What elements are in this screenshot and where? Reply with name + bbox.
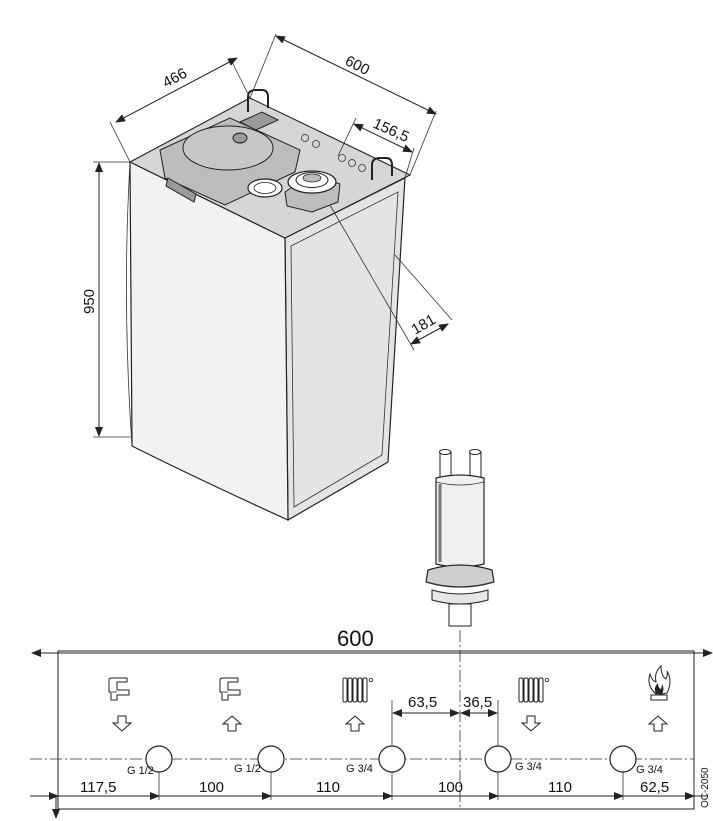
boiler-front-edge bbox=[126, 161, 133, 447]
connection-port bbox=[609, 745, 637, 773]
top-dome-cap bbox=[232, 132, 248, 144]
cold-water-connection: G 1/2 bbox=[219, 677, 285, 775]
connection-port bbox=[484, 745, 512, 773]
arrow-up-icon bbox=[648, 715, 668, 732]
arrow-up-icon bbox=[222, 715, 242, 732]
spacing-label: 110 bbox=[548, 779, 572, 796]
hydraulic-nozzle bbox=[448, 603, 472, 627]
flue-collar-core bbox=[302, 173, 322, 183]
boiler-front-face bbox=[129, 161, 289, 521]
faucet-icon bbox=[108, 677, 130, 701]
flue-collar-left-inner bbox=[253, 182, 277, 194]
offset-right-label: 36,5 bbox=[463, 694, 492, 711]
boiler-side-trim bbox=[290, 191, 399, 508]
spacing-label: 100 bbox=[438, 779, 463, 796]
heating-return-connection: G 3/4 bbox=[484, 677, 550, 773]
gas-connection: G 3/4 bbox=[609, 664, 671, 776]
dimension-width-label: 600 bbox=[342, 52, 372, 79]
hot-water-connection: G 1/2 bbox=[108, 677, 173, 777]
connection-thread-label: G 1/2 bbox=[127, 765, 154, 777]
hydraulic-flange bbox=[425, 564, 495, 588]
faucet-icon bbox=[219, 677, 241, 701]
heating-flow-connection: G 3/4 bbox=[342, 677, 406, 775]
spacing-label: 62,5 bbox=[640, 779, 669, 796]
hydraulic-block bbox=[425, 449, 495, 627]
top-hole bbox=[348, 159, 356, 167]
radiator-icon bbox=[518, 677, 550, 703]
connection-thread-label: G 3/4 bbox=[515, 761, 542, 773]
hydraulic-body bbox=[435, 474, 485, 568]
flue-collar-left bbox=[247, 178, 283, 198]
figure-reference: OC-2050 bbox=[700, 767, 711, 808]
top-hole bbox=[358, 164, 366, 172]
top-dome bbox=[182, 125, 274, 171]
housing-vent bbox=[165, 177, 197, 203]
top-hole bbox=[301, 134, 309, 142]
top-box bbox=[238, 111, 280, 131]
flue-collar-ring bbox=[295, 172, 329, 188]
dimension-depth-label: 466 bbox=[160, 65, 190, 92]
dimension-height: 950 bbox=[81, 161, 132, 438]
dimension-flue-offset: 156,5 bbox=[337, 115, 415, 179]
panel-width-label: 600 bbox=[337, 626, 374, 651]
arrow-down-icon bbox=[521, 715, 541, 732]
spacing-label: 100 bbox=[199, 779, 224, 796]
connection-panel: 600 63,5 36,5 G 1/2 G 1/2 G 3/4 bbox=[30, 626, 713, 819]
dimension-height-label: 950 bbox=[81, 289, 98, 314]
boiler-unit bbox=[126, 89, 412, 522]
top-hole bbox=[312, 140, 320, 148]
connection-port bbox=[257, 745, 285, 773]
flame-icon bbox=[648, 664, 671, 701]
dimension-flue-depth-label: 181 bbox=[409, 311, 439, 338]
connection-thread-label: G 3/4 bbox=[636, 764, 663, 776]
radiator-icon bbox=[342, 677, 374, 703]
spacing-label: 110 bbox=[316, 779, 340, 796]
panel-outline bbox=[57, 650, 695, 810]
top-hole bbox=[338, 154, 346, 162]
arrow-down-icon bbox=[112, 715, 132, 732]
connection-thread-label: G 1/2 bbox=[234, 763, 261, 775]
arrow-up-icon bbox=[345, 715, 365, 732]
offset-left-label: 63,5 bbox=[408, 694, 437, 711]
connection-port bbox=[378, 745, 406, 773]
hanging-bracket-right bbox=[371, 157, 393, 180]
spacing-label: 117,5 bbox=[80, 779, 116, 796]
connection-thread-label: G 3/4 bbox=[346, 763, 373, 775]
